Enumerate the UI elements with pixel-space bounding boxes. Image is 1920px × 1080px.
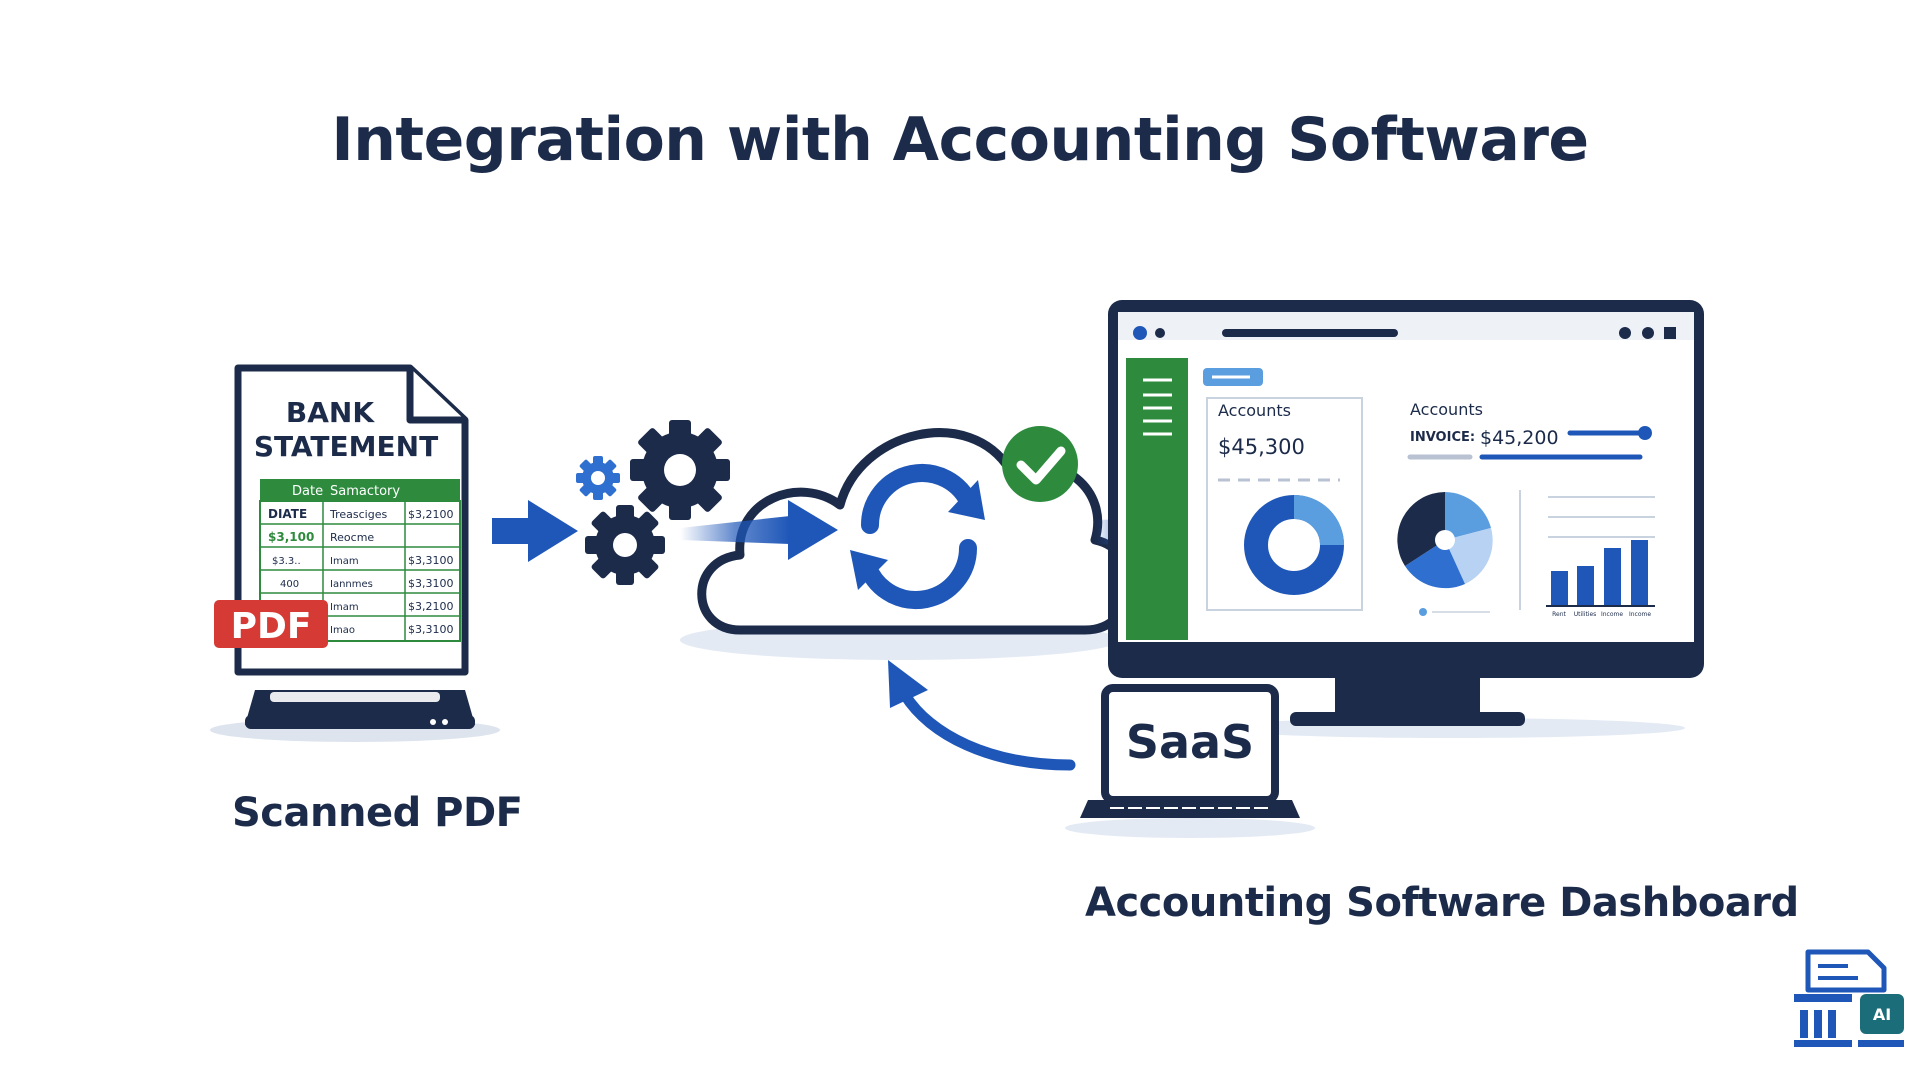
doc-title-line2: STATEMENT [254,430,438,463]
window-dot-icon [1155,328,1165,338]
bar [1604,548,1621,606]
table-cell: Imao [330,625,355,636]
table-cell: $3,3100 [408,554,454,567]
bar [1631,540,1648,606]
bar-label: Utilities [1574,611,1597,618]
statement-table: Date Samactory DIATE Treasciges $3,2100 … [259,479,461,642]
logo-icon: AI [1794,949,1904,1047]
pdf-badge-label: PDF [231,606,312,647]
pie-chart [1397,492,1493,589]
slider-thumb [1638,426,1652,440]
table-cell: 400 [280,579,299,590]
donut-chart [1244,495,1344,595]
card1-heading: Accounts [1218,401,1291,420]
table-cell: Reocme [330,531,374,544]
address-bar [1222,329,1398,337]
table-cell: $3.3.. [272,556,301,567]
bar-label: Income [1601,611,1623,618]
laptop-icon: SaaS [1065,684,1315,838]
return-arrow-icon [888,660,1076,771]
doc-title-line1: BANK [286,396,375,429]
table-header-date: Date [292,484,323,499]
sync-icon [850,464,985,609]
table-cell: $3,2100 [408,600,454,613]
dashboard-label: Accounting Software Dashboard [1085,880,1799,926]
bar [1551,571,1568,606]
gear-icon-small [576,456,620,500]
sidebar [1126,358,1188,640]
svg-text:AI: AI [1873,1005,1891,1024]
pdf-badge: PDF [214,600,328,648]
table-cell: Imam [330,556,359,567]
sidebar-menu-icon [1143,378,1172,436]
page-title: Integration with Accounting Software [331,105,1589,175]
scanner-icon [210,690,500,742]
bar-chart: Rent Utilities Income Income [1546,496,1655,618]
invoice-label: INVOICE: [1410,430,1475,445]
gear-icon-medium [585,505,665,585]
arrow-right-icon [492,500,578,562]
source-label: Scanned PDF [232,790,523,836]
bar-label: Rent [1552,611,1566,618]
table-header-summary: Samactory [330,484,400,499]
table-cell: Imam [330,602,359,613]
card1-amount: $45,300 [1218,435,1305,459]
table-cell: Treasciges [329,508,387,521]
table-cell: $3,3100 [408,623,454,636]
bar-label: Income [1629,611,1651,618]
table-cell: $3,2100 [408,508,454,521]
table-cell: DIATE [268,507,307,521]
table-cell: Iannmes [330,579,373,590]
card2-heading: Accounts [1410,400,1483,419]
check-icon [1002,426,1078,502]
saas-label: SaaS [1126,715,1254,769]
bar [1577,566,1594,606]
table-cell: $3,3100 [408,577,454,590]
window-dot-icon [1133,326,1147,340]
dashboard-screen: Accounts $45,300 Accounts INVOICE: $45,2… [1118,312,1694,640]
gear-icon-large [630,420,730,520]
card2-amount: $45,200 [1480,427,1559,449]
arrow-into-cloud-icon [680,500,838,560]
bank-statement-document: BANK STATEMENT Date Samactory DIATE Trea… [214,364,469,676]
table-cell: $3,100 [268,530,314,544]
